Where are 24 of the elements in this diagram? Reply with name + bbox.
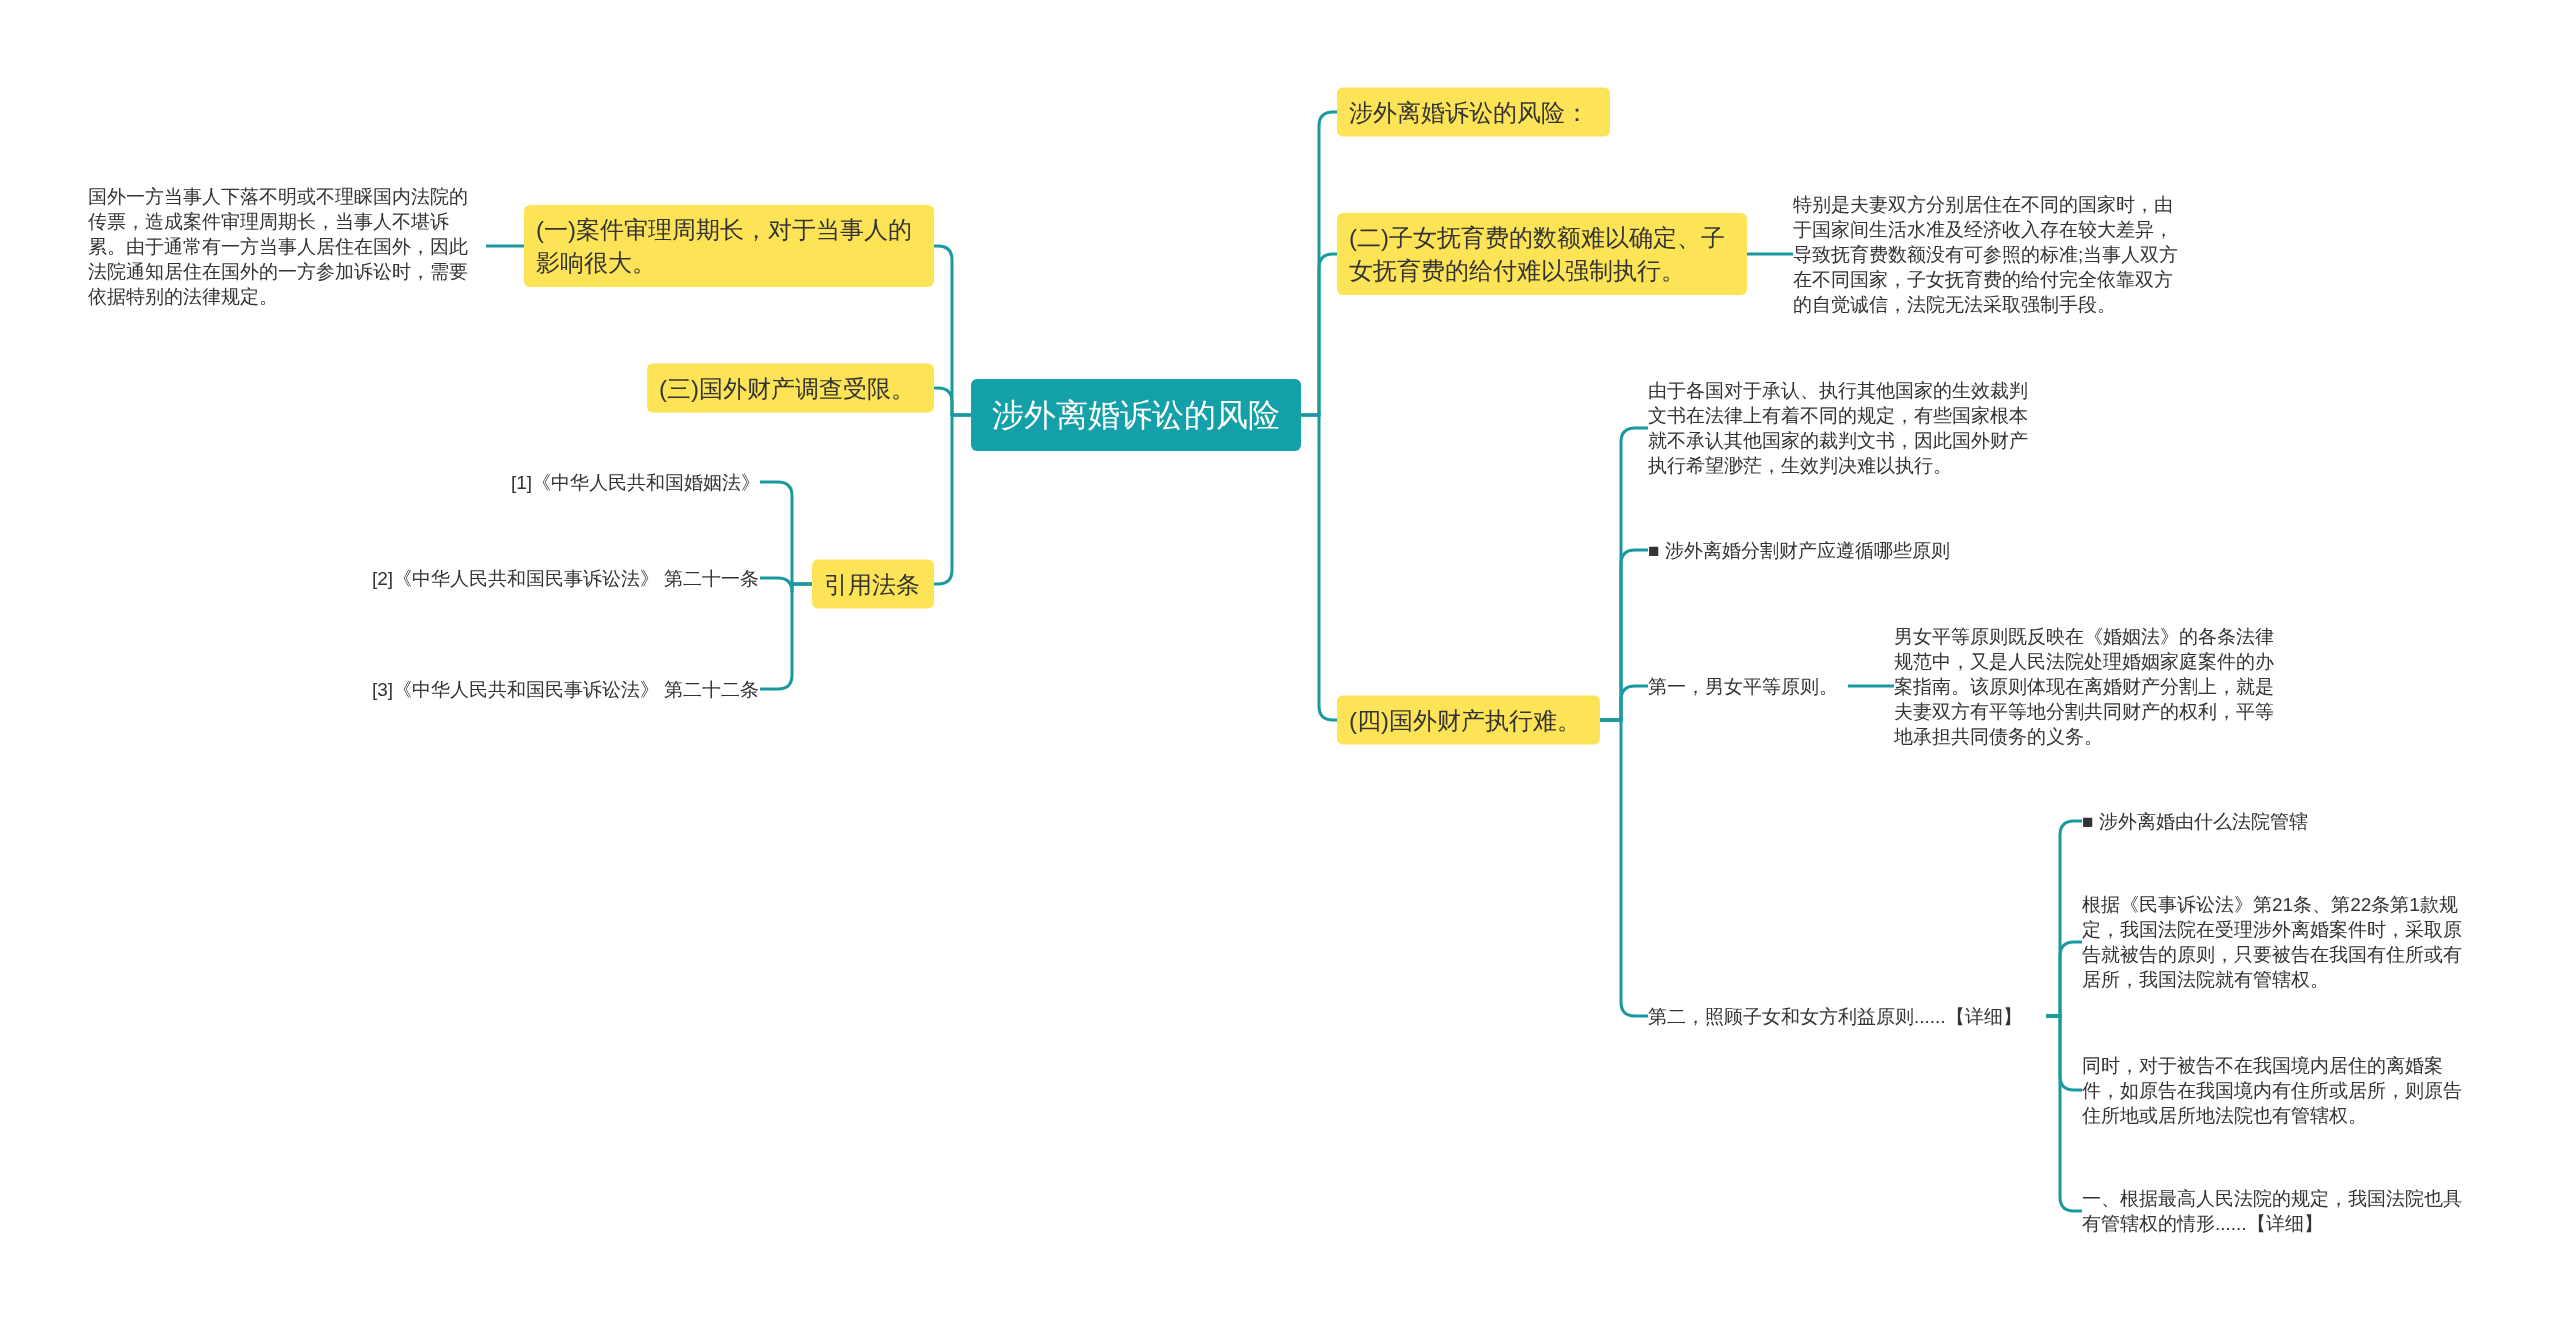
topic-text: 第一，男女平等原则。 <box>1648 673 1848 699</box>
topic-text: 根据《民事诉讼法》第21条、第22条第1款规定，我国法院在受理涉外离婚案件时，采取原告就被告的原则，只要被告在我国有住所或有居所，我国法院就有管辖权。 <box>2082 892 2480 992</box>
topic-box: (一)案件审理周期长，对于当事人的影响很大。 <box>524 205 934 287</box>
topic-text: 由于各国对于承认、执行其他国家的生效裁判文书在法律上有着不同的规定，有些国家根本就不承认其他国家的裁判文书，因此国外财产执行希望渺茫，生效判决难以执行。 <box>1648 378 2046 478</box>
topic-text: [3]《中华人民共和国民事诉讼法》 第二十二条 <box>372 676 760 702</box>
topic-box: 涉外离婚诉讼的风险： <box>1337 87 1610 137</box>
topic-text: ■ 涉外离婚由什么法院管辖 <box>2082 808 2412 834</box>
topic-box: 引用法条 <box>812 559 934 609</box>
topic-text: 国外一方当事人下落不明或不理睬国内法院的传票，造成案件审理周期长，当事人不堪诉累。由于通常有一方当事人居住在国外，因此法院通知居住在国外的一方参加诉讼时，需要依据特别的法律规定。 <box>88 183 486 309</box>
topic-box: (四)国外财产执行难。 <box>1337 695 1600 745</box>
connector-line <box>1848 684 1894 688</box>
topic-text: 第二，照顾子女和女方利益原则......【详细】 <box>1648 1003 2046 1029</box>
topic-text: 特别是夫妻双方分别居住在不同的国家时，由于国家间生活水准及经济收入存在较大差异，导致抚育费数额没有可参照的标准;当事人双方在不同国家，子女抚育费的给付完全依靠双方的自觉诚信，法院无法采取强制手段。 <box>1793 191 2191 317</box>
topic-text: 一、根据最高人民法院的规定，我国法院也具有管辖权的情形......【详细】 <box>2082 1186 2480 1236</box>
topic-box: (三)国外财产调查受限。 <box>647 363 934 413</box>
connector-line <box>1747 252 1793 256</box>
central-topic-box: 涉外离婚诉讼的风险 <box>971 379 1301 451</box>
topic-text: ■ 涉外离婚分割财产应遵循哪些原则 <box>1648 537 2008 563</box>
topic-box: (二)子女抚育费的数额难以确定、子女抚育费的给付难以强制执行。 <box>1337 213 1747 295</box>
topic-text: 同时，对于被告不在我国境内居住的离婚案件，如原告在我国境内有住所或居所，则原告住所地或居所地法院也有管辖权。 <box>2082 1052 2480 1128</box>
topic-text: [2]《中华人民共和国民事诉讼法》 第二十一条 <box>372 565 760 591</box>
topic-text: 男女平等原则既反映在《婚姻法》的各条法律规范中，又是人民法院处理婚姻家庭案件的办案指南。该原则体现在离婚财产分割上，就是夫妻双方有平等地分割共同财产的权利，平等地承担共同债务的义务。 <box>1894 623 2292 749</box>
topic-text: [1]《中华人民共和国婚姻法》 <box>400 469 760 495</box>
connector-line <box>486 244 524 248</box>
